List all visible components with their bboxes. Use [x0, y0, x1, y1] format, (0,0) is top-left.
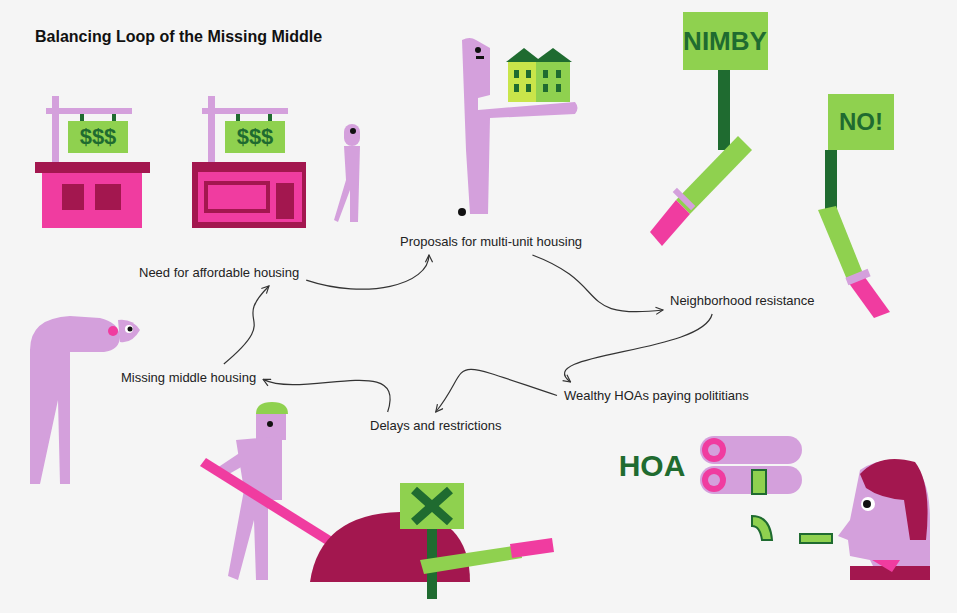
factor-text: Wealthy HOAs paying polititians [564, 388, 749, 403]
house-for-sale [192, 96, 306, 228]
factor-text: Proposals for multi-unit housing [400, 234, 582, 249]
protest-sign [818, 94, 894, 318]
factor-text: Neighborhood resistance [670, 293, 815, 308]
sad-person [30, 316, 140, 484]
sign-text: HOA [619, 451, 686, 481]
loop-arrow [306, 255, 429, 289]
loop-factor: Delays and restrictions [367, 416, 505, 435]
loop-factor: Neighborhood resistance [667, 291, 818, 310]
loop-arrow [224, 286, 269, 364]
sign-text: NO! [839, 110, 883, 134]
sign-text: NIMBY [683, 28, 767, 54]
loop-factor: Proposals for multi-unit housing [397, 232, 585, 251]
factor-text: Need for affordable housing [139, 265, 299, 280]
loop-arrow [263, 379, 390, 412]
sign-text: $$$ [237, 126, 274, 148]
protest-sign [650, 12, 768, 246]
developer [458, 38, 578, 216]
small-person [334, 124, 360, 222]
factor-text: Delays and restrictions [370, 418, 502, 433]
loop-factor: Missing middle housing [118, 368, 259, 387]
politician [838, 459, 930, 580]
house-for-sale [35, 96, 150, 228]
sign-text: $$$ [80, 126, 117, 148]
loop-arrow [436, 369, 557, 412]
loop-arrow [532, 255, 663, 312]
factor-text: Missing middle housing [121, 370, 256, 385]
hoa-money-pipe [700, 436, 832, 543]
diagram-title: Balancing Loop of the Missing Middle [35, 28, 322, 46]
loop-arrow [565, 314, 713, 382]
loop-factor: Need for affordable housing [136, 263, 302, 282]
worker [200, 402, 554, 599]
loop-factor: Wealthy HOAs paying polititians [561, 386, 752, 405]
